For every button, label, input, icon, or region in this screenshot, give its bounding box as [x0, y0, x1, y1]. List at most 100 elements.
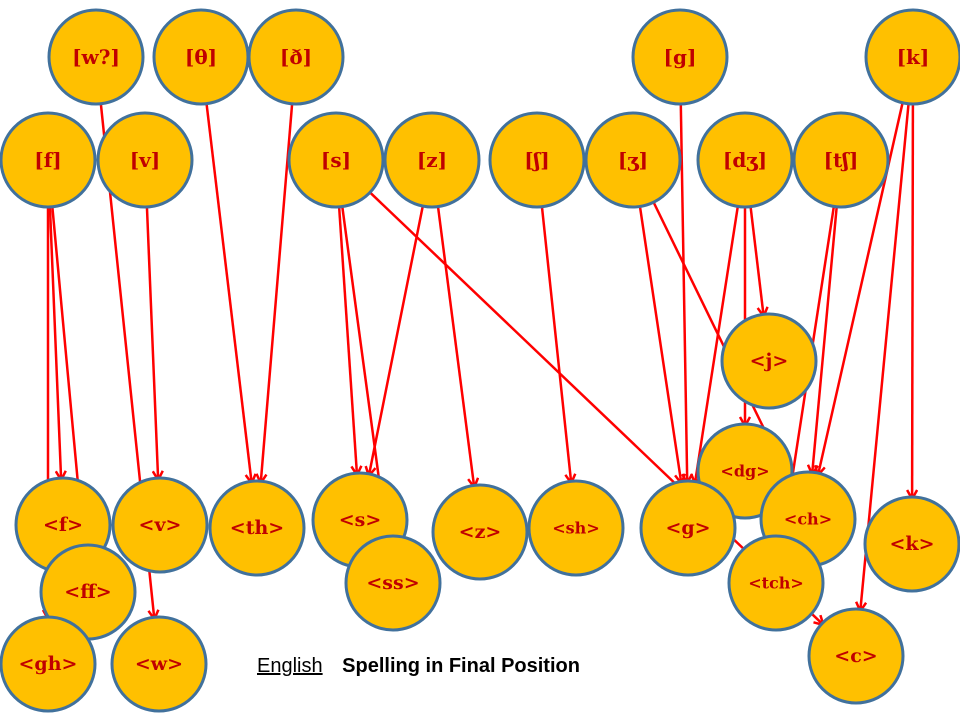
- phoneme-label-s: [s]: [321, 148, 351, 172]
- phoneme-label-f: [f]: [34, 148, 62, 172]
- spelling-node-g: <g>: [639, 479, 737, 577]
- arrow-dzh-to-g: [695, 206, 740, 483]
- spelling-label-c: <c>: [834, 645, 877, 667]
- phoneme-node-theta: [θ]: [152, 8, 250, 106]
- spelling-circle-z: [431, 483, 529, 581]
- spelling-circle-sh: [527, 479, 625, 577]
- arrow-eth-to-th: [261, 103, 294, 483]
- arrow-g-to-g: [679, 103, 687, 483]
- phoneme-label-k: [k]: [897, 45, 930, 69]
- arrow-zh-to-g: [638, 206, 681, 483]
- spelling-node-ss: <ss>: [344, 534, 442, 632]
- spelling-circle-th: [208, 479, 306, 577]
- phoneme-circle-g: [631, 8, 729, 106]
- phoneme-label-g: [g]: [664, 45, 697, 69]
- phoneme-circle-dzh: [696, 111, 794, 209]
- spelling-circle-gh: [0, 615, 97, 713]
- spelling-label-th: <th>: [230, 517, 284, 539]
- arrow-tsh-to-ch: [812, 206, 838, 474]
- caption: English Spelling in Final Position: [257, 655, 580, 678]
- spelling-circle-tch: [727, 534, 825, 632]
- phoneme-circle-k: [864, 8, 960, 106]
- phoneme-label-v: [v]: [130, 148, 161, 172]
- spelling-label-gh: <gh>: [19, 653, 78, 675]
- phoneme-label-zh: [ʒ]: [618, 148, 648, 172]
- phoneme-label-z: [z]: [417, 148, 447, 172]
- phoneme-node-s: [s]: [287, 111, 385, 209]
- phoneme-node-g: [g]: [631, 8, 729, 106]
- arrow-sh-to-sh: [540, 206, 571, 484]
- phoneme-circle-f: [0, 111, 97, 209]
- phoneme-circle-z: [383, 111, 481, 209]
- phoneme-node-eth: [ð]: [247, 8, 345, 106]
- phoneme-node-f: [f]: [0, 111, 97, 209]
- spelling-label-z: <z>: [459, 521, 502, 543]
- nodes: [w?] [θ] [ð] [g] [k] [f] [v] [s] [z] [ʃ] [ʒ] [dʒ] [t…: [0, 8, 960, 713]
- spelling-node-sh: <sh>: [527, 479, 625, 577]
- spelling-circle-j: [720, 312, 818, 410]
- spelling-label-dg: <dg>: [720, 462, 769, 481]
- spelling-node-v: <v>: [111, 476, 209, 574]
- arrow-k-to-k: [912, 103, 913, 499]
- phoneme-label-eth: [ð]: [280, 45, 312, 69]
- caption-language: English: [257, 655, 323, 677]
- spelling-node-ff: <ff>: [39, 543, 137, 641]
- phoneme-node-wq: [w?]: [47, 8, 145, 106]
- phoneme-node-tsh: [tʃ]: [792, 111, 890, 209]
- spelling-label-ff: <ff>: [64, 581, 111, 603]
- phoneme-label-wq: [w?]: [72, 45, 120, 69]
- phoneme-node-zh: [ʒ]: [584, 111, 682, 209]
- phoneme-node-k: [k]: [864, 8, 960, 106]
- arrow-z-to-z: [436, 206, 474, 488]
- spelling-label-tch: <tch>: [748, 574, 804, 593]
- phoneme-node-dzh: [dʒ]: [696, 111, 794, 209]
- spelling-label-j: <j>: [750, 350, 789, 372]
- spelling-label-f: <f>: [43, 514, 83, 536]
- spelling-label-g: <g>: [665, 517, 710, 539]
- spelling-circle-ss: [344, 534, 442, 632]
- phoneme-node-sh: [ʃ]: [488, 111, 586, 209]
- spelling-node-k: <k>: [863, 495, 960, 593]
- spelling-circle-w: [110, 615, 208, 713]
- phoneme-circle-s: [287, 111, 385, 209]
- arrow-z-to-s: [369, 205, 425, 476]
- spelling-label-ss: <ss>: [366, 572, 419, 594]
- spelling-label-w: <w>: [135, 653, 183, 675]
- spelling-node-c: <c>: [807, 607, 905, 705]
- spelling-node-tch: <tch>: [727, 534, 825, 632]
- spelling-circle-v: [111, 476, 209, 574]
- arrow-v-to-v: [145, 206, 158, 480]
- spelling-circle-k: [863, 495, 960, 593]
- phoneme-label-sh: [ʃ]: [524, 148, 550, 172]
- arrow-f-to-f: [48, 206, 61, 480]
- spelling-node-gh: <gh>: [0, 615, 97, 713]
- spelling-node-th: <th>: [208, 479, 306, 577]
- spelling-circle-g: [639, 479, 737, 577]
- phoneme-circle-v: [96, 111, 194, 209]
- spelling-node-w: <w>: [110, 615, 208, 713]
- spelling-label-s: <s>: [339, 509, 382, 531]
- spelling-node-j: <j>: [720, 312, 818, 410]
- phoneme-circle-zh: [584, 111, 682, 209]
- spelling-label-ch: <ch>: [784, 510, 832, 529]
- phoneme-label-dzh: [dʒ]: [723, 148, 767, 172]
- arrow-theta-to-th: [205, 103, 252, 484]
- spelling-node-z: <z>: [431, 483, 529, 581]
- phoneme-node-v: [v]: [96, 111, 194, 209]
- spelling-label-v: <v>: [139, 514, 182, 536]
- caption-title: Spelling in Final Position: [342, 655, 580, 677]
- arrow-s-to-s: [337, 206, 357, 475]
- mapping-arrows: [48, 102, 913, 625]
- phoneme-circle-sh: [488, 111, 586, 209]
- spelling-label-k: <k>: [889, 533, 934, 555]
- spelling-label-sh: <sh>: [552, 519, 599, 538]
- phoneme-label-tsh: [tʃ]: [824, 148, 859, 172]
- phoneme-node-z: [z]: [383, 111, 481, 209]
- phoneme-circle-wq: [47, 8, 145, 106]
- phoneme-label-theta: [θ]: [185, 45, 217, 69]
- phoneme-circle-tsh: [792, 111, 890, 209]
- spelling-circle-c: [807, 607, 905, 705]
- phoneme-circle-eth: [247, 8, 345, 106]
- arrow-dzh-to-j: [749, 206, 764, 317]
